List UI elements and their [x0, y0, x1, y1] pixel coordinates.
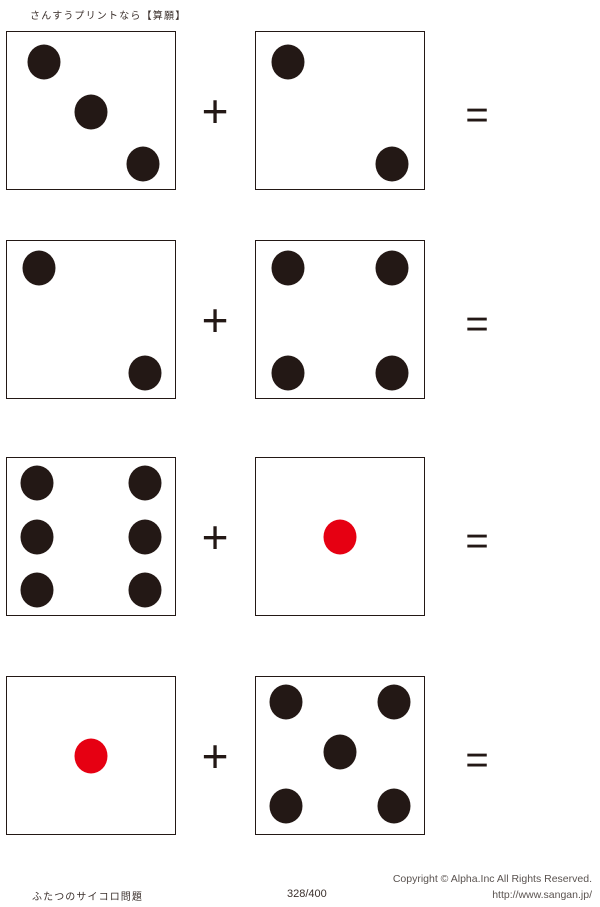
die-pip-dark [269, 788, 303, 824]
die-pip-dark [128, 572, 162, 608]
die-pip-red [323, 519, 357, 554]
site-header-label: さんすうプリントなら【算願】 [30, 11, 187, 22]
die-right [255, 457, 425, 616]
plus-operator: + [201, 85, 229, 137]
die-right [255, 240, 425, 399]
footer-copyright: Copyright © Alpha.Inc All Rights Reserve… [392, 873, 592, 885]
die-pip-dark [74, 94, 108, 130]
die-pip-dark [271, 355, 305, 391]
die-pip-dark [126, 146, 160, 182]
equals-operator: = [465, 302, 489, 346]
problem-row: += [0, 457, 600, 617]
die-pip-dark [271, 44, 305, 80]
die-pip-dark [323, 734, 357, 770]
die-pip-dark [20, 519, 54, 554]
equals-operator: = [465, 738, 489, 782]
equals-operator: = [465, 93, 489, 137]
die-pip-dark [22, 250, 56, 286]
equals-operator: = [465, 519, 489, 563]
footer-page-number: 328/400 [287, 888, 327, 900]
plus-operator: + [201, 511, 229, 563]
die-pip-red [74, 738, 108, 773]
die-pip-dark [375, 355, 409, 391]
die-pip-dark [377, 788, 411, 824]
die-right [255, 676, 425, 835]
page-footer: ふたつのサイコロ問題 328/400 Copyright © Alpha.Inc… [0, 866, 600, 907]
die-pip-dark [128, 355, 162, 391]
die-right [255, 31, 425, 190]
die-pip-dark [20, 465, 54, 501]
problem-row: += [0, 240, 600, 400]
die-pip-dark [20, 572, 54, 608]
die-pip-dark [271, 250, 305, 286]
die-left [6, 240, 176, 399]
problem-row: += [0, 31, 600, 191]
die-left [6, 31, 176, 190]
die-pip-dark [269, 684, 303, 720]
plus-operator: + [201, 294, 229, 346]
die-pip-dark [27, 44, 61, 80]
die-pip-dark [128, 519, 162, 554]
die-left [6, 676, 176, 835]
die-pip-dark [377, 684, 411, 720]
plus-operator: + [201, 730, 229, 782]
footer-worksheet-title: ふたつのサイコロ問題 [32, 892, 143, 903]
problem-row: += [0, 676, 600, 836]
die-pip-dark [375, 146, 409, 182]
die-pip-dark [375, 250, 409, 286]
die-pip-dark [128, 465, 162, 501]
die-left [6, 457, 176, 616]
footer-url: http://www.sangan.jp/ [492, 889, 592, 901]
